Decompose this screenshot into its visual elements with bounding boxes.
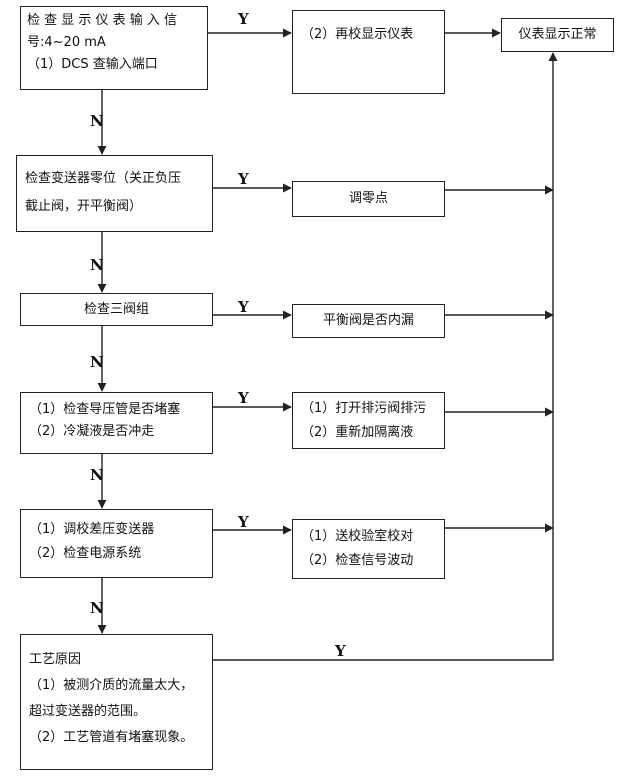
balance-leak-label: 平衡阀是否内漏 [322,313,414,328]
check-signal-box: 检 查 显 示 仪 表 输 入 信 号:4~20 mA （1）DCS 查输入端口 [20,6,208,90]
process-cause-line2: （1）被测介质的流量太大， [29,678,194,693]
check-pipe-line1: （1）检查导压管是否堵塞 [29,402,181,417]
process-cause-box: 工艺原因 （1）被测介质的流量太大， 超过变送器的范围。 （2）工艺管道有堵塞现… [20,634,213,770]
label-n-1: N [90,112,104,130]
process-cause-line4: （2）工艺管道有堵塞现象。 [29,730,194,745]
label-y-2: Y [238,170,249,188]
label-n-2: N [90,256,104,274]
adjust-zero-label: 调零点 [348,191,388,206]
label-n-5: N [90,599,104,617]
drain-line2: （2）重新加隔离液 [301,425,414,440]
process-cause-line3: 超过变送器的范围。 [29,704,147,719]
normal-display-label: 仪表显示正常 [518,27,597,42]
check-three-valve-label: 检查三阀组 [83,301,149,317]
label-y-4: Y [238,389,249,407]
check-three-valve-box: 检查三阀组 [20,293,213,326]
lab-check-line2: （2）检查信号波动 [301,553,414,568]
check-zero-line1: 检查变送器零位（关正负压 [25,171,182,186]
calibrate-line2: （2）检查电源系统 [29,546,142,561]
balance-leak-box: 平衡阀是否内漏 [292,304,445,338]
check-signal-line1: 检 查 显 示 仪 表 输 入 信 [27,13,178,28]
drain-line1: （1）打开排污阀排污 [301,401,427,416]
normal-display-box: 仪表显示正常 [501,18,614,52]
check-signal-line3: （1）DCS 查输入端口 [27,57,158,72]
check-zero-line2: 截止阀，开平衡阀） [25,199,143,214]
label-n-4: N [90,466,104,484]
drain-box: （1）打开排污阀排污 （2）重新加隔离液 [292,392,445,449]
recalibrate-label: （2）再校显示仪表 [301,27,414,42]
lab-check-box: （1）送校验室校对 （2）检查信号波动 [292,519,445,579]
check-pipe-line2: （2）冷凝液是否冲走 [29,424,155,439]
recalibrate-box: （2）再校显示仪表 [292,10,445,94]
check-zero-box: 检查变送器零位（关正负压 截止阀，开平衡阀） [16,155,213,232]
label-n-3: N [90,353,104,371]
label-y-5: Y [238,513,249,531]
label-y-1: Y [238,10,249,28]
calibrate-box: （1）调校差压变送器 （2）检查电源系统 [20,509,213,578]
adjust-zero-box: 调零点 [292,181,445,217]
check-signal-line2: 号:4~20 mA [27,35,106,50]
label-y-3: Y [238,298,249,316]
process-cause-line1: 工艺原因 [29,652,82,667]
calibrate-line1: （1）调校差压变送器 [29,522,155,537]
label-y-6: Y [335,642,346,660]
lab-check-line1: （1）送校验室校对 [301,529,414,544]
check-pipe-box: （1）检查导压管是否堵塞 （2）冷凝液是否冲走 [20,392,213,454]
arrow-process-to-normal [213,52,558,661]
